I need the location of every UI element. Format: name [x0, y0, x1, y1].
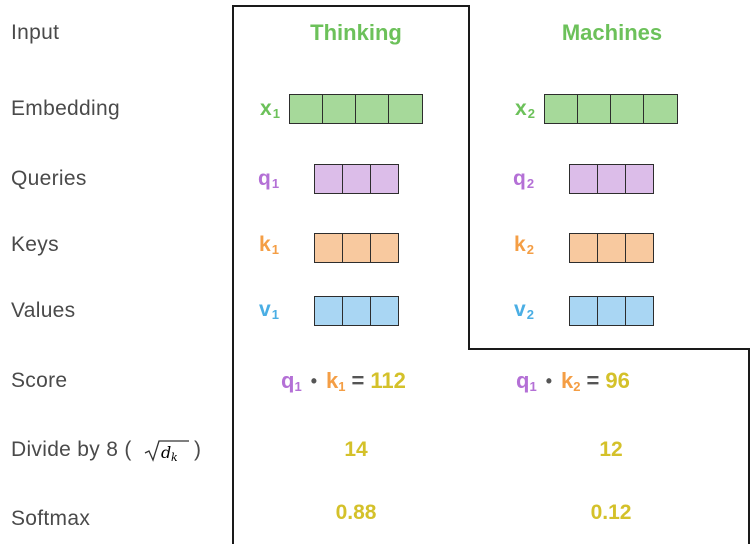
vector-cell — [315, 297, 343, 325]
sqrt-sub: k — [171, 451, 178, 464]
softmax-2: 0.12 — [590, 501, 632, 524]
vector-cell — [598, 165, 626, 193]
vector-cell — [578, 95, 611, 123]
vector-cell — [570, 165, 598, 193]
vector-cell — [598, 297, 626, 325]
vector-cell — [356, 95, 389, 123]
embedding-vector-x2 — [544, 94, 678, 124]
divided-score-1: 14 — [344, 438, 368, 461]
equals-sign: = — [351, 368, 365, 393]
v1-label: v1 — [259, 298, 279, 322]
vector-cell — [315, 234, 343, 262]
vector-cell — [371, 165, 398, 193]
query-vector-q2 — [569, 164, 654, 194]
divided-score-2: 12 — [599, 438, 623, 461]
key-vector-k1 — [314, 233, 399, 263]
score-expression-1: q1 • k1 = 112 — [281, 368, 406, 394]
vector-cell — [389, 95, 422, 123]
row-label-keys: Keys — [11, 233, 59, 256]
vector-cell — [343, 165, 371, 193]
vector-cell — [644, 95, 677, 123]
x1-label: x1 — [260, 97, 280, 121]
row-label-values: Values — [11, 299, 76, 322]
sqrt-base: d — [161, 443, 171, 462]
score-q: q1 — [516, 368, 537, 394]
score-k: k2 — [561, 368, 581, 394]
query-vector-q1 — [314, 164, 399, 194]
row-label-score: Score — [11, 369, 68, 392]
vector-cell — [626, 165, 653, 193]
value-vector-v1 — [314, 296, 399, 326]
embedding-vector-x1 — [289, 94, 423, 124]
vector-cell — [570, 297, 598, 325]
vector-cell — [371, 234, 398, 262]
vector-cell — [343, 234, 371, 262]
word-thinking: Thinking — [310, 20, 402, 45]
dot-product-symbol: • — [310, 370, 317, 391]
q1-label: q1 — [258, 167, 280, 191]
row-label-divide-close: ) — [194, 438, 202, 461]
sqrt-dk-symbol: d k — [144, 440, 189, 464]
vector-cell — [545, 95, 578, 123]
score-expression-2: q1 • k2 = 96 — [516, 368, 630, 394]
row-label-divide: Divide by 8 ( — [11, 438, 132, 461]
vector-cell — [611, 95, 644, 123]
vector-cell — [626, 297, 653, 325]
score-k: k1 — [326, 368, 346, 394]
dot-product-symbol: • — [545, 370, 552, 391]
x2-label: x2 — [515, 97, 535, 121]
score-value: 112 — [370, 368, 406, 393]
k1-label: k1 — [259, 233, 279, 257]
v2-label: v2 — [514, 298, 534, 322]
q2-label: q2 — [513, 167, 535, 191]
k2-label: k2 — [514, 233, 534, 257]
vector-cell — [343, 297, 371, 325]
row-label-input: Input — [11, 21, 60, 44]
vector-cell — [323, 95, 356, 123]
equals-sign: = — [586, 368, 600, 393]
softmax-1: 0.88 — [335, 501, 377, 524]
key-vector-k2 — [569, 233, 654, 263]
row-label-queries: Queries — [11, 167, 87, 190]
vector-cell — [371, 297, 398, 325]
score-q: q1 — [281, 368, 302, 394]
vector-cell — [290, 95, 323, 123]
value-vector-v2 — [569, 296, 654, 326]
row-label-embedding: Embedding — [11, 97, 120, 120]
word-machines: Machines — [561, 20, 663, 45]
vector-cell — [598, 234, 626, 262]
row-label-softmax: Softmax — [11, 507, 91, 530]
score-value: 96 — [605, 368, 630, 393]
vector-cell — [570, 234, 598, 262]
vector-cell — [626, 234, 653, 262]
vector-cell — [315, 165, 343, 193]
